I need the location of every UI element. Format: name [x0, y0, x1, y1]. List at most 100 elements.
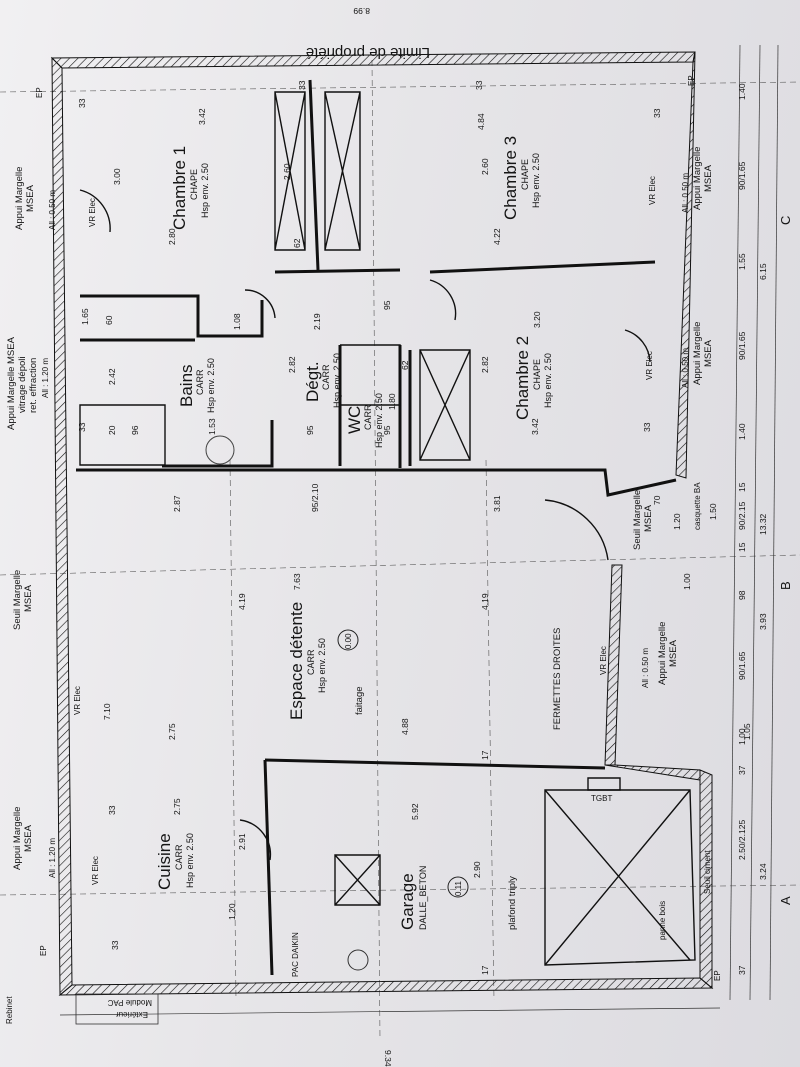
svg-text:Appui Margelle: Appui Margelle — [692, 147, 703, 210]
room-height: Hsp env. 2.50 — [332, 353, 342, 408]
room-floor: CHAPE — [520, 159, 530, 190]
svg-text:Appui Margelle: Appui Margelle — [14, 167, 25, 230]
room-floor: CHAPE — [532, 359, 542, 390]
rebinet-label: Rebinet — [5, 996, 14, 1024]
room-name: Garage — [398, 873, 417, 930]
grid-line — [485, 459, 495, 1001]
dimension-label: 1.08 — [232, 313, 242, 330]
room-floor: CARR — [363, 404, 373, 430]
level-marker: 0.00 — [337, 629, 359, 651]
svg-text:MSEA: MSEA — [23, 584, 34, 612]
all-label: All : 0.50 m — [641, 648, 650, 688]
vr-elec-label: VR Elec — [88, 198, 97, 227]
top-dimension: 8.99 — [353, 6, 370, 16]
dimension-label: 33 — [77, 422, 87, 432]
dimension-label: 33 — [77, 98, 87, 108]
room-degt: Dégt. CARR Hsp env. 2.50 — [303, 353, 342, 408]
dimension-label: 33 — [110, 940, 120, 950]
door-arc — [429, 279, 457, 321]
interior-wall — [80, 294, 264, 338]
tgbt-box — [587, 777, 621, 791]
right-dimension-labels: 1.4090/1.651.5590/1.651.401590/2.1515989… — [737, 83, 793, 975]
dimension-label: 2.50/2.125 — [737, 820, 747, 860]
exterior-wall — [675, 51, 696, 479]
tgbt-label: TGBT — [591, 794, 612, 803]
dimension-label: 33 — [107, 805, 117, 815]
room-cuisine: Cuisine CARR Hsp env. 2.50 — [155, 833, 195, 890]
dimension-label: 90/2.15 — [737, 501, 747, 530]
dimension-label: 7.63 — [292, 573, 302, 590]
room-height: Hsp env. 2.50 — [531, 153, 541, 208]
dimension-label: 17 — [480, 750, 490, 760]
vr-elec-label: VR Elec — [73, 686, 82, 715]
dimension-label: 1.53 — [207, 418, 217, 435]
dimension-label: 2.82 — [480, 356, 490, 373]
seuil-msea-annotation: Seuil Margelle MSEA — [632, 490, 654, 550]
dimension-label: 90/1.65 — [737, 161, 747, 190]
room-floor: DALLE_BETON — [418, 866, 428, 930]
dimension-label: 98 — [737, 590, 747, 600]
room-floor: CARR — [306, 649, 316, 675]
appui-msea-annotation: Appui Margelle MSEA — [692, 322, 714, 385]
dimension-label: 6.15 — [758, 263, 768, 280]
dimension-label: 1.80 — [387, 393, 397, 410]
dimension-label: 37 — [737, 765, 747, 775]
dimension-label: 2.42 — [107, 368, 117, 385]
exterior-module-label: Extérieur Module PAC — [75, 993, 159, 1025]
all-label: All : 0.50 m — [48, 190, 57, 230]
grid-line — [371, 59, 381, 1041]
dimension-label: 2.19 — [312, 313, 322, 330]
svg-text:Appui Margelle MSEA: Appui Margelle MSEA — [6, 336, 17, 430]
dimension-label: 70 — [652, 495, 662, 505]
room-name: Chambre 3 — [501, 136, 520, 220]
dimension-label: 15 — [737, 482, 747, 492]
dimension-label: 4.19 — [480, 593, 490, 610]
dimension-label: 5.92 — [410, 803, 420, 820]
exterior-wall — [699, 769, 713, 990]
garage-level-marker: 0.11 — [447, 876, 469, 898]
svg-text:Extérieur: Extérieur — [116, 1010, 148, 1019]
faitage-label: faitage — [354, 686, 365, 715]
all-label: All : 1.20 m — [48, 838, 57, 878]
room-height: Hsp env. 2.50 — [185, 833, 195, 888]
dimension-label: 2.91 — [237, 833, 247, 850]
dimension-label: 1.20 — [672, 513, 682, 530]
room-chambre2: Chambre 2 CHAPE Hsp env. 2.50 — [513, 336, 553, 420]
room-name: Espace détente — [287, 602, 306, 720]
garage-door-cross — [544, 789, 691, 966]
dimension-label: 3.00 — [112, 168, 122, 185]
svg-text:Appui Margelle: Appui Margelle — [692, 322, 703, 385]
ep-label: EP — [39, 945, 48, 956]
dimension-label: 3.42 — [197, 108, 207, 125]
svg-text:MSEA: MSEA — [668, 639, 679, 667]
dimension-label: 95 — [305, 425, 315, 435]
room-floor: CARR — [174, 844, 184, 870]
casquette-label: casquette BA — [693, 482, 702, 530]
room-garage: Garage DALLE_BETON — [398, 866, 428, 930]
dimension-label: 1.65 — [80, 308, 90, 325]
dimension-label: 15 — [737, 542, 747, 552]
room-floor: CARR — [321, 364, 331, 390]
room-chambre3: Chambre 3 CHAPE Hsp env. 2.50 — [501, 136, 541, 220]
appui-msea-vitrage-annotation: Appui Margelle MSEA vitrage dépoli ret. … — [6, 336, 39, 430]
room-height: Hsp env. 2.50 — [206, 358, 216, 413]
bathtub-outline — [79, 404, 166, 466]
svg-text:Seuil Margelle: Seuil Margelle — [12, 570, 23, 630]
ep-label: EP — [713, 970, 722, 981]
fermettes-label: FERMETTES DROITES — [552, 628, 563, 730]
dimension-label: 62 — [400, 360, 410, 370]
dimension-label: 90/1.65 — [737, 331, 747, 360]
axis-letter: B — [778, 581, 793, 590]
garage-door-frame — [544, 789, 696, 966]
appui-msea-annotation: Appui Margelle MSEA — [12, 807, 34, 870]
panne-bois-label: panne bois — [658, 901, 667, 940]
dimension-line — [729, 44, 741, 1001]
door-arc — [544, 499, 609, 561]
svg-text:MSEA: MSEA — [25, 184, 36, 212]
interior-wall — [264, 758, 606, 770]
bottom-dimension: 9.34 — [383, 1050, 393, 1067]
dimension-label: 60 — [104, 315, 114, 325]
dimension-label: 4.88 — [400, 718, 410, 735]
room-name: Chambre 1 — [170, 146, 189, 230]
